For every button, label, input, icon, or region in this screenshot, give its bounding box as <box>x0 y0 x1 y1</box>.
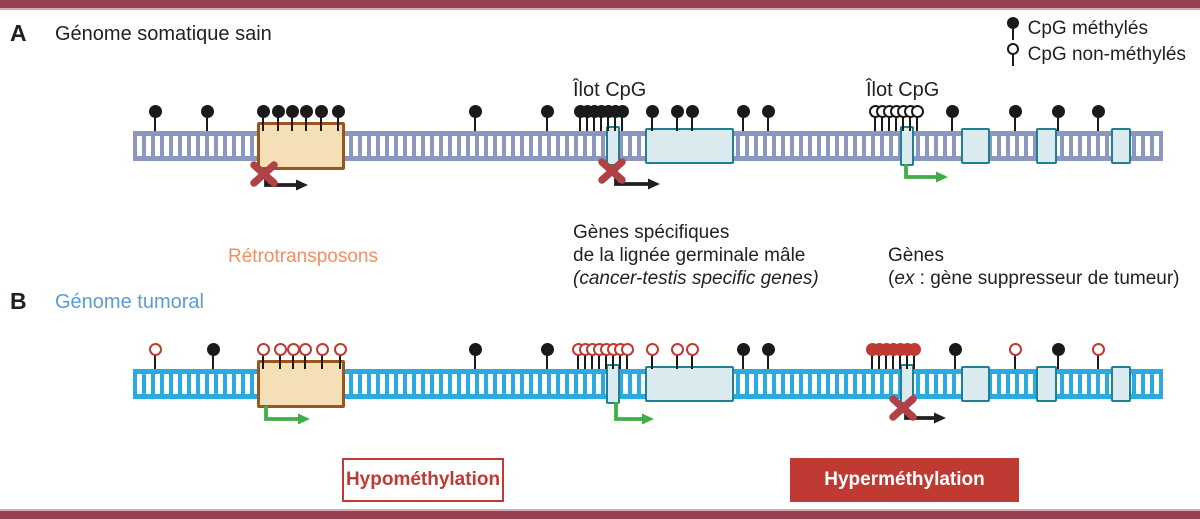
panel-b-title: Génome tumoral <box>55 291 204 313</box>
unmethylated-cpg-lollipop-red <box>1091 343 1105 369</box>
panel-a-letter: A <box>10 20 27 46</box>
cpg-island-box <box>900 364 914 404</box>
methylated-cpg-lollipop <box>761 105 775 131</box>
methylated-cpg-lollipop <box>468 105 482 131</box>
panel-b-letter: B <box>10 288 27 314</box>
methylated-cpg-lollipop <box>736 105 750 131</box>
methylated-cpg-lollipop <box>615 105 629 131</box>
legend-item-methylated: CpG méthylés <box>1006 16 1186 41</box>
gene-box <box>645 366 734 402</box>
methylated-cpg-lollipop <box>736 343 750 369</box>
unmethylated-cpg-lollipop-red <box>670 343 684 369</box>
methylated-cpg-lollipop <box>1091 105 1105 131</box>
panel-a-title: Génome somatique sain <box>55 23 272 45</box>
cpg-island-box <box>606 126 620 166</box>
transcription-arrow-repressed <box>904 402 934 420</box>
gene-box <box>645 128 734 164</box>
arrowhead-icon <box>642 413 654 425</box>
methylated-cpg-icon <box>1006 17 1019 40</box>
hypomethylation-box: Hypométhylation <box>342 458 504 502</box>
unmethylated-cpg-lollipop-red <box>685 343 699 369</box>
legend-label-unmethylated: CpG non-méthylés <box>1027 43 1186 65</box>
gene-box <box>1036 128 1057 164</box>
genes-line1: Gènes <box>888 245 944 266</box>
methylated-cpg-lollipop <box>761 343 775 369</box>
unmethylated-cpg-lollipop <box>910 105 924 131</box>
genes-line2: (ex : gène suppresseur de tumeur) <box>888 268 1180 289</box>
methylated-cpg-lollipop <box>645 105 659 131</box>
legend: CpG méthylés CpG non-méthylés <box>1006 16 1186 67</box>
methylated-cpg-lollipop <box>468 343 482 369</box>
ct-genes-line1: Gènes spécifiques <box>573 222 730 243</box>
unmethylated-cpg-lollipop-red <box>1008 343 1022 369</box>
hypermethylated-cpg-lollipop <box>907 343 921 369</box>
retrotransposons-label: Rétrotransposons <box>228 246 378 267</box>
arrowhead-icon <box>936 171 948 183</box>
unmethylated-cpg-lollipop-red <box>298 343 312 369</box>
gene-box <box>961 366 990 402</box>
top-border <box>0 0 1200 10</box>
cpg-island-label-2: Îlot CpG <box>866 79 940 101</box>
methylated-cpg-lollipop <box>314 105 328 131</box>
cancer-testis-genes-label: Gènes spécifiques de la lignée germinale… <box>573 221 819 290</box>
unmethylated-cpg-lollipop-red <box>148 343 162 369</box>
methylated-cpg-lollipop <box>540 105 554 131</box>
bottom-border <box>0 509 1200 519</box>
gene-box <box>961 128 990 164</box>
arrowhead-icon <box>298 413 310 425</box>
methylated-cpg-lollipop <box>1008 105 1022 131</box>
unmethylated-cpg-lollipop-red <box>333 343 347 369</box>
cpg-island-box <box>606 364 620 404</box>
gene-box <box>1111 366 1131 402</box>
ct-genes-line3: (cancer-testis specific genes) <box>573 268 819 289</box>
unmethylated-cpg-lollipop-red <box>315 343 329 369</box>
unmethylated-cpg-icon <box>1006 43 1019 66</box>
methylated-cpg-lollipop <box>1051 343 1065 369</box>
transcription-arrow-active <box>614 402 642 421</box>
methylated-cpg-lollipop <box>540 343 554 369</box>
methylated-cpg-lollipop <box>256 105 270 131</box>
legend-label-methylated: CpG méthylés <box>1027 17 1148 39</box>
methylated-cpg-lollipop <box>206 343 220 369</box>
methylated-cpg-lollipop <box>948 343 962 369</box>
arrowhead-icon <box>296 179 308 191</box>
ct-genes-line2: de la lignée germinale mâle <box>573 245 806 266</box>
unmethylated-cpg-lollipop-red <box>645 343 659 369</box>
gene-box <box>1111 128 1131 164</box>
cpg-island-label-1: Îlot CpG <box>573 79 647 101</box>
methylated-cpg-lollipop <box>271 105 285 131</box>
hypermethylation-box: Hyperméthylation <box>790 458 1019 502</box>
methylated-cpg-lollipop <box>331 105 345 131</box>
methylated-cpg-lollipop <box>1051 105 1065 131</box>
arrowhead-icon <box>934 412 946 424</box>
unmethylated-cpg-lollipop-red <box>620 343 634 369</box>
cpg-island-box <box>900 126 914 166</box>
methylated-cpg-lollipop <box>670 105 684 131</box>
unmethylated-cpg-lollipop-red <box>256 343 270 369</box>
arrowhead-icon <box>648 178 660 190</box>
transcription-arrow-repressed <box>614 164 648 186</box>
methylated-cpg-lollipop <box>299 105 313 131</box>
unmethylated-cpg-lollipop-red <box>273 343 287 369</box>
legend-item-unmethylated: CpG non-méthylés <box>1006 42 1186 67</box>
methylated-cpg-lollipop <box>945 105 959 131</box>
methylated-cpg-lollipop <box>685 105 699 131</box>
genes-label: Gènes (ex : gène suppresseur de tumeur) <box>888 244 1180 290</box>
transcription-arrow-repressed <box>264 168 296 187</box>
methylated-cpg-lollipop <box>285 105 299 131</box>
methylated-cpg-lollipop <box>200 105 214 131</box>
retrotransposon-box <box>257 360 345 408</box>
gene-box <box>1036 366 1057 402</box>
methylated-cpg-lollipop <box>148 105 162 131</box>
